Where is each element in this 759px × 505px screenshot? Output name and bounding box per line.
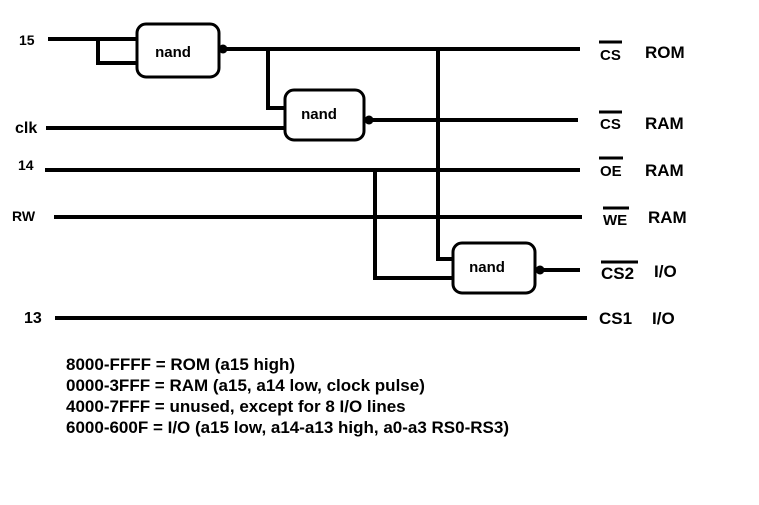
io-cs1-device-label: I/O [652,309,675,328]
wire-gate1-to-gate2 [266,47,288,110]
ram-cs-signal: CS [600,116,621,133]
ram-oe-device-label: RAM [645,161,684,180]
input-label-a15: 15 [19,32,35,48]
nand-gate-2-label: nand [301,106,337,123]
ram-cs-device-label: RAM [645,114,684,133]
nand-gate-2 [283,88,366,142]
wire-a15-tie [96,37,139,65]
input-label-rw: RW [12,208,36,224]
nand-gate-2-bubble [364,115,374,125]
ram-we-device-label: RAM [648,208,687,227]
nand-gate-3-label: nand [469,259,505,276]
input-label-clk: clk [15,120,37,137]
note-ram: 0000-3FFF = RAM (a15, a14 low, clock pul… [66,376,425,395]
io-cs2-device-label: I/O [654,262,677,281]
nand-gate-1-bubble [218,44,228,54]
input-label-a13: 13 [24,310,42,327]
rom-cs-signal: CS [600,47,621,64]
note-io: 6000-600F = I/O (a15 low, a14-a13 high, … [66,418,509,437]
nand-gate-3-bubble [535,265,545,275]
note-unused: 4000-7FFF = unused, except for 8 I/O lin… [66,397,406,416]
memory-map-notes: 8000-FFFF = ROM (a15 high) 0000-3FFF = R… [66,354,509,438]
ram-we-signal: WE [603,212,627,229]
note-rom: 8000-FFFF = ROM (a15 high) [66,355,296,374]
nand-gate-1-label: nand [155,44,191,61]
io-cs1-signal: CS1 [599,309,632,328]
ram-oe-signal: OE [600,163,622,180]
input-label-a14: 14 [18,157,34,173]
wire-a14-to-gate3 [373,168,456,280]
nand-gate-3 [451,241,537,295]
rom-device-label: ROM [645,43,685,62]
io-cs2-signal: CS2 [601,264,634,283]
wire-gate1-to-gate3 [436,47,456,261]
